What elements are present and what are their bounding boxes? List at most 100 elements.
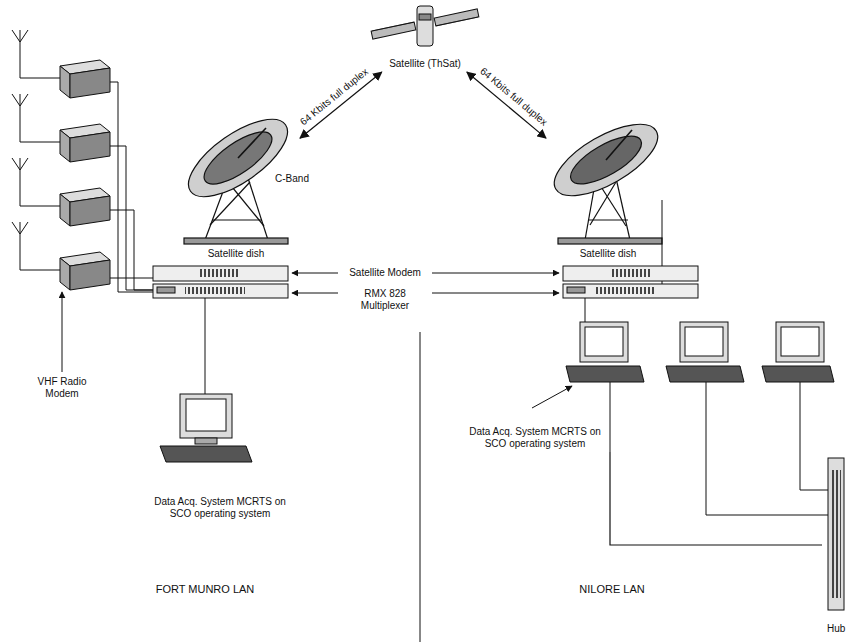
vhf-radio-modem-part bbox=[12, 94, 153, 290]
satellite-modem-unit-part bbox=[153, 266, 288, 281]
vhf-radio-modem-part-part bbox=[12, 222, 28, 270]
node-label: Satellite (ThSat) bbox=[387, 58, 463, 70]
computer-node: Data Acq. System MCRTS on SCO operating … bbox=[462, 318, 652, 452]
satellite-icon-part bbox=[419, 14, 431, 20]
vhf-radio-modem-part-part bbox=[110, 210, 153, 290]
satellite-node: Satellite (ThSat) bbox=[368, 2, 482, 72]
satellite-dish-icon bbox=[544, 110, 668, 290]
hub-icon-part bbox=[831, 470, 841, 598]
vhf-radio-modem-part-part bbox=[60, 66, 70, 98]
vhf-radio-modem-part-part bbox=[70, 68, 110, 98]
computer-icon-part bbox=[205, 298, 206, 394]
multiplexer-unit-part bbox=[563, 284, 698, 298]
satellite-dish-icon-part bbox=[184, 238, 288, 244]
label-arrow-part bbox=[292, 293, 338, 294]
hub-node: Hub bbox=[822, 455, 848, 637]
satellite-icon-part bbox=[417, 6, 433, 46]
computer-icon-part bbox=[580, 322, 628, 362]
computer-icon-part bbox=[160, 446, 252, 462]
multiplexer-unit-part bbox=[185, 287, 245, 294]
text-label: Satellite Modem bbox=[347, 267, 423, 279]
computer-icon-part bbox=[706, 382, 828, 515]
text-label: NILORE LAN bbox=[577, 583, 646, 596]
connector bbox=[610, 452, 822, 545]
satellite-dish-icon-part bbox=[197, 123, 280, 193]
text-label: FORT MUNRO LAN bbox=[154, 583, 257, 596]
vhf-radio-modem-part-part bbox=[110, 82, 153, 292]
node-label: Hub bbox=[825, 623, 847, 635]
satellite-modem-unit-part bbox=[200, 269, 240, 277]
multiplexer-unit-part bbox=[157, 287, 175, 293]
label-arrow-part bbox=[62, 292, 63, 372]
connector bbox=[300, 72, 382, 138]
satellite-dish-icon-part bbox=[558, 238, 662, 244]
vhf-radio-modem-part bbox=[12, 30, 153, 292]
computer-icon-part bbox=[585, 298, 586, 322]
label-arrow-part bbox=[432, 293, 559, 294]
text-label: RMX 828 Multiplexer bbox=[344, 288, 426, 312]
computer-icon-part bbox=[566, 366, 644, 382]
label-arrow-part bbox=[532, 386, 572, 408]
computer-icon bbox=[160, 298, 252, 462]
multiplexer-unit-part bbox=[153, 284, 288, 298]
satellite-dish-icon-part bbox=[248, 178, 268, 240]
vhf-radio-modem-part-part bbox=[60, 194, 70, 226]
vhf-radio-modem-part-part bbox=[60, 130, 70, 162]
satellite-icon-part bbox=[436, 17, 478, 26]
text-label: C-Band bbox=[273, 173, 311, 185]
computer-icon-part bbox=[610, 382, 611, 452]
vhf-radio-modem-part-part bbox=[20, 78, 60, 79]
satellite-icon-part bbox=[434, 9, 479, 26]
satellite-icon-part bbox=[372, 22, 414, 31]
multiplexer-unit-part bbox=[567, 287, 585, 293]
computer-icon-part bbox=[186, 399, 226, 431]
link-label: 64 Kbits full duplex bbox=[296, 65, 371, 129]
node-label: Satellite dish bbox=[578, 248, 639, 260]
satellite-dish-icon-part bbox=[212, 219, 262, 220]
satellite-dish-icon-part bbox=[238, 128, 266, 158]
vhf-radio-modem-part-part bbox=[70, 260, 110, 290]
vhf-radio-modem-part-part bbox=[20, 270, 60, 271]
computer-node: Data Acq. System MCRTS on SCO operating … bbox=[140, 388, 300, 522]
hub-icon-part bbox=[828, 458, 844, 610]
lan-divider bbox=[420, 332, 421, 642]
computer-icon-part bbox=[180, 394, 232, 438]
vhf-radio-modem-part-part bbox=[12, 94, 28, 142]
hub-icon bbox=[828, 458, 844, 610]
vhf-radio-modem-part-part bbox=[12, 30, 28, 78]
computer-icon-part bbox=[800, 382, 828, 490]
satellite-dish-icon-part bbox=[544, 110, 668, 210]
vhf-radio-modem-part-part bbox=[20, 206, 60, 207]
node-label: Data Acq. System MCRTS on SCO operating … bbox=[145, 496, 295, 520]
node-label: Satellite dish bbox=[206, 248, 267, 260]
computer-icon-part bbox=[776, 322, 824, 362]
dish-node: Satellite dish bbox=[546, 118, 670, 262]
satellite-dish-icon-part bbox=[606, 130, 632, 160]
label-arrow bbox=[62, 273, 572, 408]
node-label: Data Acq. System MCRTS on SCO operating … bbox=[464, 426, 606, 450]
vhf-radio-modem-part bbox=[12, 222, 153, 290]
satellite-dish-icon-part bbox=[564, 127, 648, 193]
dish-node: Satellite dish bbox=[172, 118, 300, 262]
vhf-radio-modem-part-part bbox=[70, 132, 110, 162]
computer-icon-part bbox=[195, 438, 217, 444]
computer-icon-part bbox=[666, 366, 744, 382]
vhf-radio-modem-part-part bbox=[70, 196, 110, 226]
satellite-icon-part bbox=[371, 22, 416, 39]
computer-icon bbox=[566, 298, 834, 515]
vhf-radio-modem-part-part bbox=[12, 158, 28, 206]
vhf-radio-modem-part-part bbox=[110, 278, 153, 279]
satellite-icon bbox=[371, 6, 479, 46]
computer-icon-part bbox=[680, 322, 728, 362]
vhf-radio-modem-part bbox=[12, 158, 153, 290]
vhf-radio-modem-part-part bbox=[110, 146, 153, 290]
multiplexer-unit-part bbox=[595, 287, 655, 294]
link-label: 64 Kbits full duplex bbox=[476, 64, 551, 129]
computer-icon-part bbox=[685, 327, 723, 356]
satellite-modem-unit-part bbox=[610, 269, 650, 277]
computer-icon-part bbox=[781, 327, 819, 356]
satellite-modem-unit-part bbox=[563, 266, 698, 281]
